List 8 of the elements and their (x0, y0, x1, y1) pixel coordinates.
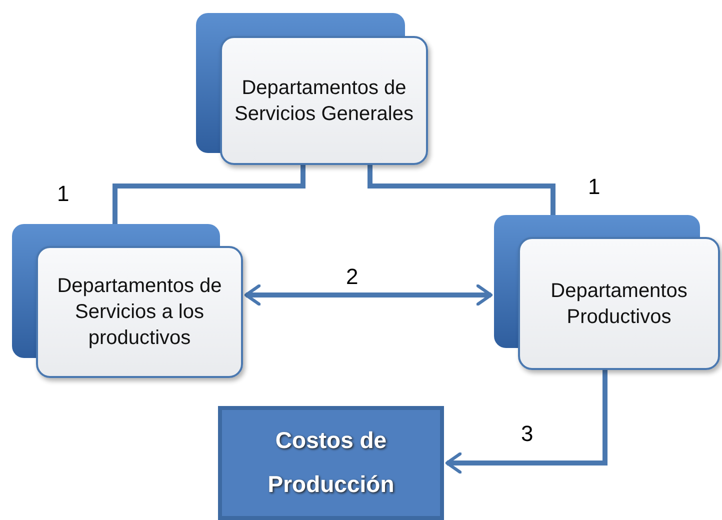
arrow (244, 284, 493, 306)
node-text: Costos de Producción (266, 426, 396, 499)
connector-line (112, 165, 306, 224)
node-text: Departamentos Productivos (550, 278, 688, 330)
arrow (445, 370, 608, 474)
connector-line (368, 165, 556, 215)
node-text: Departamentos de Servicios Generales (234, 76, 414, 126)
node-text: Departamentos de Servicios a los productivos (56, 274, 223, 351)
